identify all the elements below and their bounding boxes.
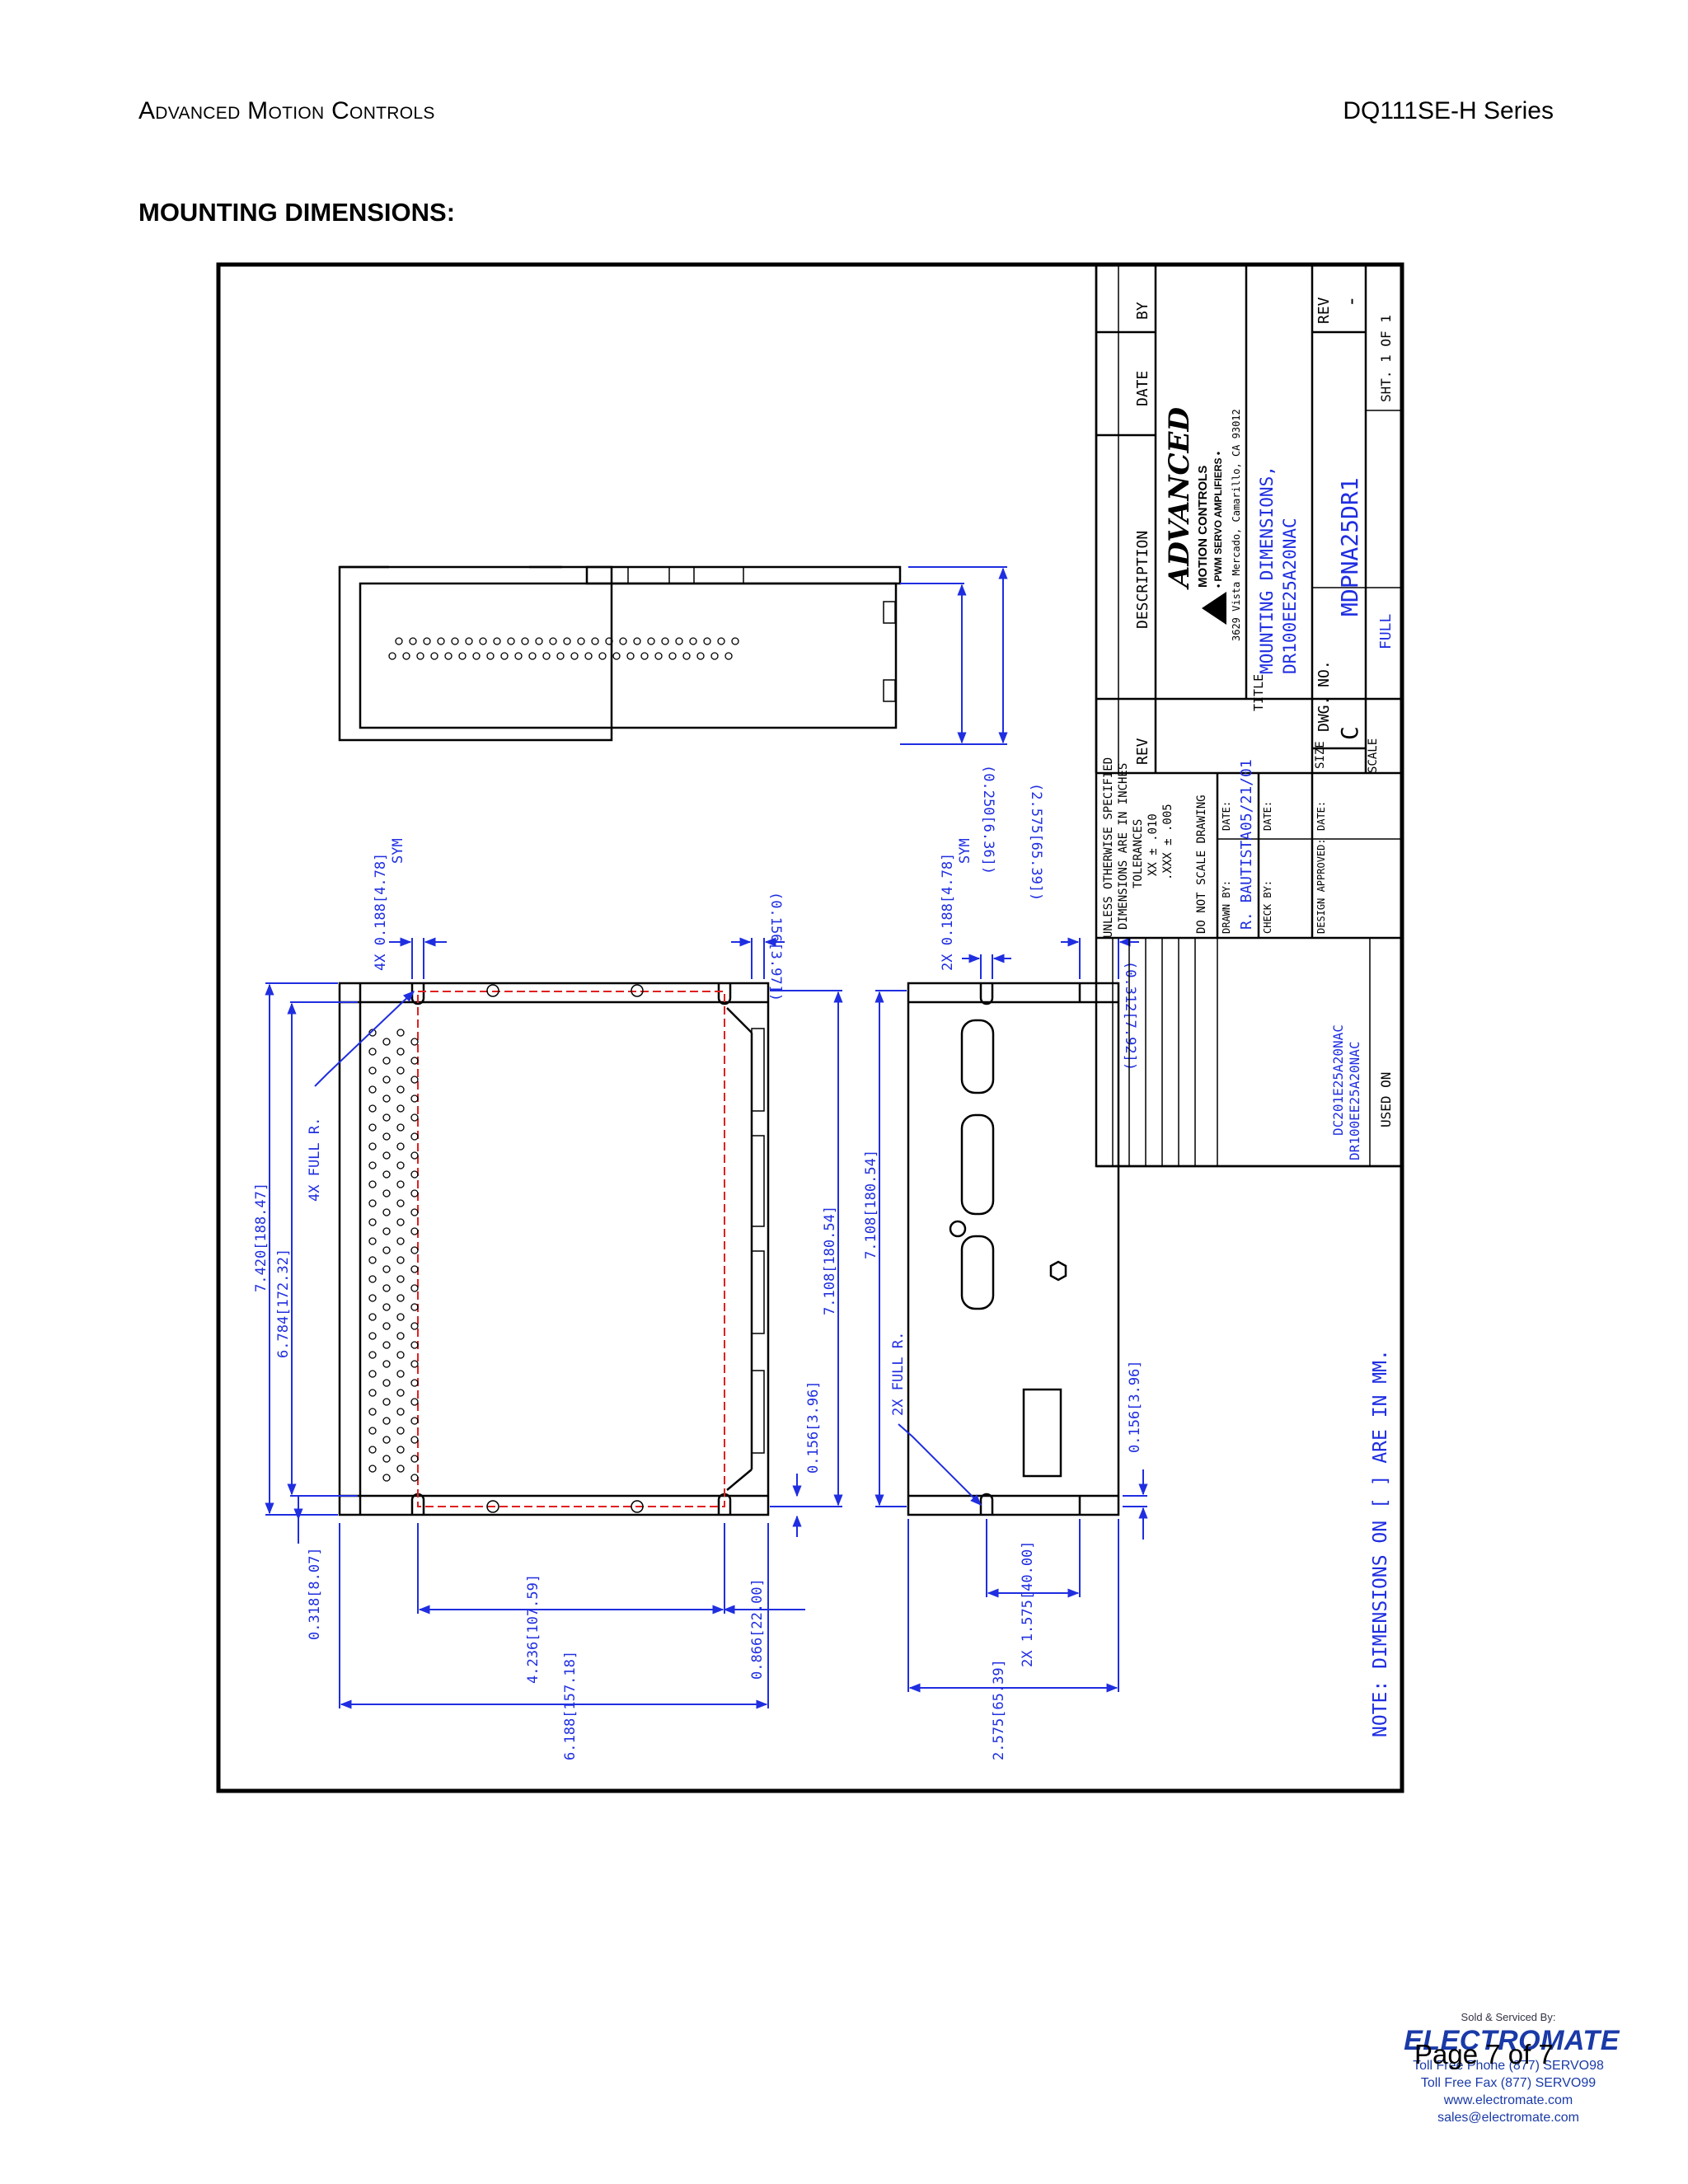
plan-view-pins <box>368 1029 419 1482</box>
by-header: BY <box>1134 302 1151 320</box>
footer-phone: Toll Free Phone (877) SERVO98 <box>1413 2059 1604 2073</box>
title-line-2: DR100EE25A20NAC <box>1280 518 1300 674</box>
dim-edge-offset: 0.156[3.96] <box>805 1380 822 1474</box>
dim-top-2: (2.575[65.39]) <box>1028 783 1044 901</box>
dim-2x-slot: 2X 0.188[4.78] <box>940 853 956 971</box>
design-date-label: DATE: <box>1315 801 1327 831</box>
sold-serviced-text: Sold & Serviced By: <box>1461 2011 1556 2023</box>
logo-address: 3629 Vista Mercado, Camarillo, CA 93012 <box>1231 409 1242 641</box>
dim-overall-width: 6.188[157.18] <box>562 1651 579 1760</box>
title-line-1: MOUNTING DIMENSIONS, <box>1257 466 1277 674</box>
dim-inner-height: 6.784[172.32] <box>275 1249 292 1358</box>
dim-4x-slot-sym: SYM <box>390 838 406 864</box>
description-header: DESCRIPTION <box>1134 531 1151 629</box>
tolerance-line-6: DO NOT SCALE DRAWING <box>1195 794 1208 934</box>
dim-4x-slot: 4X 0.188[4.78] <box>373 853 389 971</box>
drawn-by-label: DRAWN BY: <box>1221 880 1232 934</box>
date-header: DATE <box>1134 371 1151 406</box>
top-view: (0.250[6.36]) (2.575[65.39]) <box>338 565 1044 901</box>
tolerance-line-1: UNLESS OTHERWISE SPECIFIED <box>1102 757 1115 938</box>
section-title: MOUNTING DIMENSIONS: <box>138 198 456 227</box>
check-by-label: CHECK BY: <box>1262 880 1273 934</box>
used-on-2: DR100EE25A20NAC <box>1347 1042 1362 1161</box>
dwg-label: DWG. NO. <box>1315 660 1333 732</box>
tolerance-line-5: .XXX ± .005 <box>1161 804 1175 880</box>
series-header: DQ111SE-H Series <box>1343 97 1554 124</box>
label-2x-full-r: 2X FULL R. <box>890 1332 907 1416</box>
side-view: 2X 0.188[4.78] SYM (0.312[7.92]) 7.108[1… <box>863 838 1148 1760</box>
drawn-by-value: R. BAUTISTA <box>1238 832 1255 930</box>
footer-web[interactable]: www.electromate.com <box>1443 2093 1573 2107</box>
dim-866: 0.866[22.00] <box>749 1578 766 1680</box>
footer-email[interactable]: sales@electromate.com <box>1437 2111 1579 2125</box>
scale-label: SCALE <box>1367 738 1380 773</box>
dim-side-height: 7.108[180.54] <box>863 1150 879 1259</box>
drawn-date-label: DATE: <box>1221 801 1232 831</box>
dim-bottom-offset: 0.318[8.07] <box>307 1547 323 1640</box>
plan-view: 7.420[188.47] 6.784[172.32] 4X FULL R. 4… <box>253 838 843 1760</box>
electromate-footer: Sold & Serviced By: ELECTROMATE Toll Fre… <box>1401 2011 1619 2126</box>
dim-top-offset: (0.156[3.97]) <box>767 892 784 1001</box>
brand-name: ELECTROMATE <box>1404 2025 1620 2056</box>
dim-2x-1575: 2X 1.575[40.00] <box>1020 1540 1036 1667</box>
used-on-label: USED ON <box>1378 1072 1394 1127</box>
title-block: BY DATE DESCRIPTION REV ADVANCED MOTION … <box>1095 263 1404 1168</box>
logo-motion-controls: MOTION CONTROLS <box>1196 466 1210 588</box>
used-on-1: DC201E25A20NAC <box>1330 1024 1346 1136</box>
logo-tagline: • PWM SERVO AMPLIFIERS • <box>1212 452 1224 588</box>
size-label: SIZE <box>1314 741 1327 769</box>
tolerance-line-2: DIMENSIONS ARE IN INCHES <box>1117 763 1130 930</box>
design-approved-label: DESIGN APPROVED: <box>1315 838 1327 934</box>
dwg-value: MDPNA25DR1 <box>1336 477 1363 616</box>
top-view-pins <box>388 637 739 660</box>
dimension-note: NOTE: DIMENSIONS ON [ ] ARE IN MM. <box>1370 1349 1391 1737</box>
sheet-number: SHT. 1 OF 1 <box>1378 315 1394 402</box>
dim-side-width: 2.575[65.39] <box>991 1659 1007 1760</box>
label-4x-full-r: 4X FULL R. <box>307 1118 323 1202</box>
electromate-logo: ELECTROMATE <box>1401 2025 1619 2057</box>
company-header: Advanced Motion Controls <box>138 97 435 124</box>
logo-advanced: ADVANCED <box>1163 407 1196 590</box>
drawn-date-value: 05/21/01 <box>1238 759 1255 831</box>
mounting-drawing: .k { fill:none; stroke:#000; stroke-widt… <box>216 262 1404 1793</box>
footer-fax: Toll Free Fax (877) SERVO99 <box>1420 2076 1597 2090</box>
title-label: TITLE <box>1251 674 1266 711</box>
rev-header: REV <box>1134 738 1151 765</box>
dim-hole-spacing: 4.236[107.59] <box>525 1574 542 1684</box>
check-date-label: DATE: <box>1262 801 1273 831</box>
tolerance-line-4: XX ± .010 <box>1146 813 1160 876</box>
dim-side-top-offset: (0.312[7.92]) <box>1122 961 1138 1071</box>
rev-label: REV <box>1315 297 1333 324</box>
page-number: Page 7 of 7 <box>1414 2039 1554 2069</box>
drawing-frame <box>216 262 1404 1793</box>
dim-overall-height: 7.420[188.47] <box>253 1183 270 1292</box>
dim-top-1: (0.250[6.36]) <box>980 765 996 874</box>
size-value: C <box>1336 726 1363 740</box>
dim-right-height: 7.108[180.54] <box>822 1206 838 1315</box>
rev-value: - <box>1339 296 1362 307</box>
dim-2x-slot-sym: SYM <box>957 838 973 864</box>
tolerance-line-3: TOLERANCES <box>1132 819 1145 888</box>
dim-side-bottom-offset: 0.156[3.96] <box>1127 1360 1143 1453</box>
scale-value: FULL <box>1377 613 1395 649</box>
